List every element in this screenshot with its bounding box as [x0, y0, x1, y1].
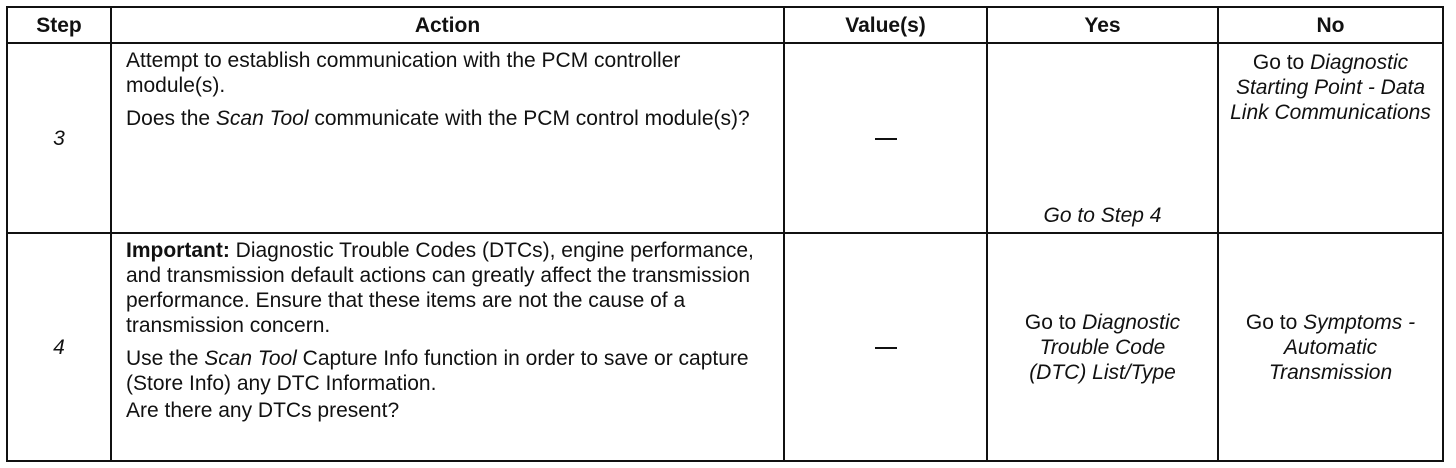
header-values: Value(s)	[783, 6, 988, 44]
scan-tool-term: Scan Tool	[204, 347, 297, 370]
action-instruction: Attempt to establish communication with …	[126, 49, 681, 97]
action-question: Does the Scan Tool communicate with the …	[126, 107, 750, 130]
action-cell: Important: Diagnostic Trouble Codes (DTC…	[110, 232, 785, 462]
value-dash	[874, 127, 897, 150]
yes-cell: Go to Diagnostic Trouble Code (DTC) List…	[986, 232, 1219, 462]
action-instruction: Use the Scan Tool Capture Info function …	[126, 347, 749, 395]
scan-tool-term: Scan Tool	[215, 107, 309, 130]
header-yes: Yes	[986, 6, 1219, 44]
action-question: Are there any DTCs present?	[126, 399, 400, 422]
yes-goto-link: Diagnostic Trouble Code (DTC) List/Type	[1029, 310, 1181, 384]
important-note: Important: Diagnostic Trouble Codes (DTC…	[126, 239, 754, 337]
table-row-step-4: 4 Important: Diagnostic Trouble Codes (D…	[6, 232, 1444, 462]
header-row: Step Action Value(s) Yes No	[6, 6, 1444, 44]
header-no: No	[1217, 6, 1444, 44]
value-dash	[874, 336, 897, 359]
no-goto-link: Symptoms - Automatic Transmission	[1268, 310, 1416, 384]
action-cell: Attempt to establish communication with …	[110, 42, 785, 234]
no-goto-link: Diagnostic Starting Point - Data Link Co…	[1230, 51, 1431, 124]
header-step: Step	[6, 6, 112, 44]
step-number: 3	[6, 42, 112, 234]
diagnostic-table: Step Action Value(s) Yes No 3 Attempt to…	[6, 6, 1444, 462]
no-cell: Go to Diagnostic Starting Point - Data L…	[1217, 42, 1444, 234]
yes-cell: Go to Step 4	[986, 42, 1219, 234]
value-cell	[783, 232, 988, 462]
value-cell	[783, 42, 988, 234]
yes-goto-link: Go to Step 4	[1043, 204, 1162, 227]
step-number: 4	[6, 232, 112, 462]
important-label: Important:	[126, 239, 230, 262]
table-row-step-3: 3 Attempt to establish communication wit…	[6, 42, 1444, 234]
no-cell: Go to Symptoms - Automatic Transmission	[1217, 232, 1444, 462]
header-action: Action	[110, 6, 785, 44]
